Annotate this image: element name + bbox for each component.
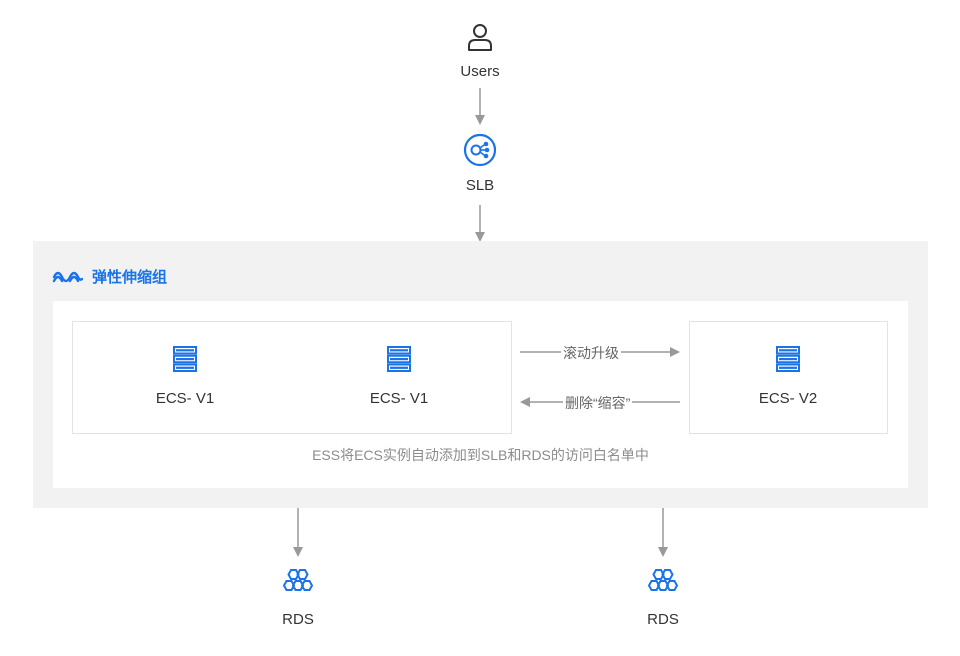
ecs-v2-box [689,321,888,434]
ecs-v1-box [72,321,512,434]
rds-right-label: RDS [647,611,679,628]
load-balancer-icon [463,133,497,167]
database-hexagon-icon [648,569,678,591]
rds-left-label: RDS [282,611,314,628]
scaling-group-title: 弹性伸缩组 [92,269,168,286]
slb-label: SLB [465,177,495,194]
ecs-v1-label-2: ECS- V1 [369,390,429,407]
rolling-upgrade-label: 滚动升级 [561,343,621,363]
user-icon [468,24,492,51]
server-icon [387,346,411,372]
database-hexagon-icon [283,569,313,591]
whitelist-note: ESS将ECS实例自动添加到SLB和RDS的访问白名单中 [312,447,649,463]
ecs-v1-label-1: ECS- V1 [155,390,215,407]
delete-scale-in-label: 删除“缩容” [563,393,633,413]
ecs-v2-label: ECS- V2 [758,390,818,407]
server-icon [776,346,800,372]
auto-scaling-icon [52,271,84,283]
users-label: Users [460,63,500,80]
server-icon [173,346,197,372]
